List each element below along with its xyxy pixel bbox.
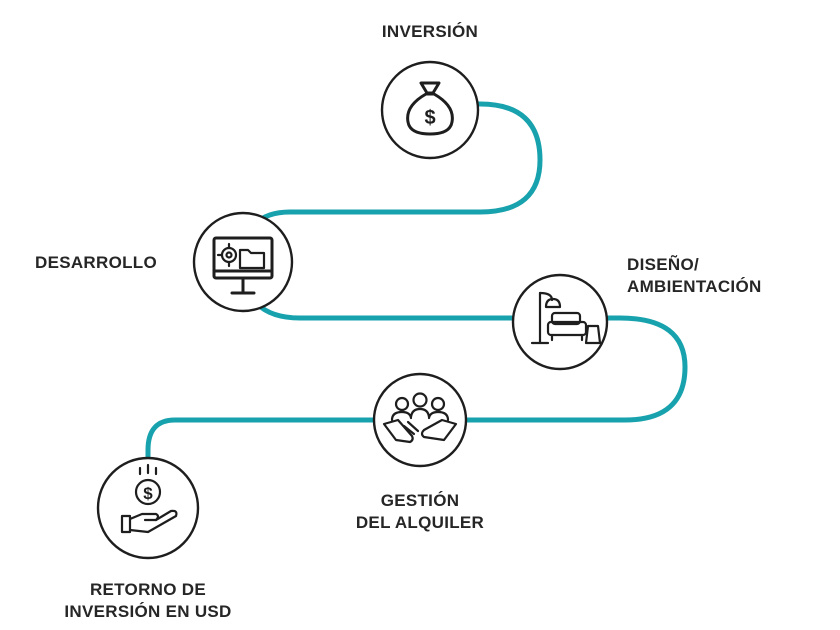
node-desarrollo [192,211,294,313]
sofa-lamp-icon [530,291,602,345]
label-gestion: GESTIÓN DEL ALQUILER [355,491,485,532]
node-inversion: $ [380,60,480,160]
label-inversion: INVERSIÓN [381,22,479,41]
label-diseno: DISEÑO/ AMBIENTACIÓN [627,255,762,296]
label-desarrollo: DESARROLLO [35,253,157,272]
node-retorno: $ [96,456,200,560]
node-diseno [511,273,609,371]
label-retorno: RETORNO DE INVERSIÓN EN USD [64,580,232,621]
handshake-people-icon [382,392,458,444]
computer-gear-icon [212,236,274,295]
node-gestion [372,372,468,468]
hand-coin-icon: $ [120,463,178,534]
svg-text:$: $ [424,107,435,129]
svg-text:$: $ [143,484,153,503]
money-bag-icon: $ [406,81,454,136]
